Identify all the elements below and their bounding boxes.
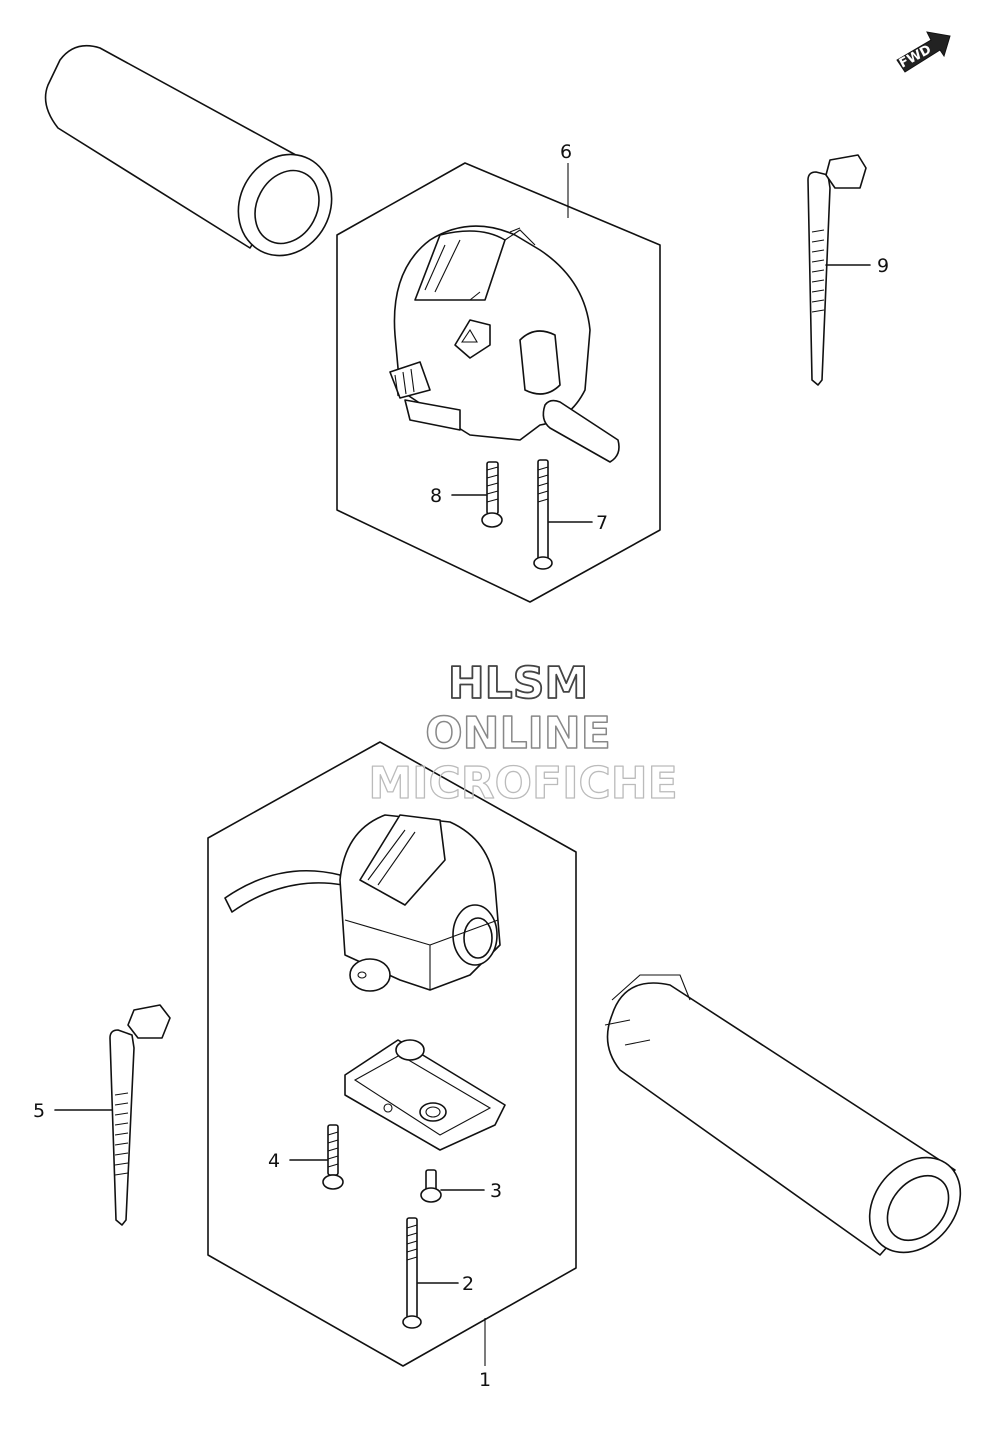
- callout-8: 8: [430, 485, 442, 507]
- screw-part-2: [402, 1217, 459, 1329]
- screw-part-3: [420, 1169, 485, 1203]
- switch-set-upper-outline: [336, 162, 661, 603]
- grip-left: [44, 44, 333, 257]
- screw-part-7: [533, 459, 593, 570]
- callout-3: 3: [490, 1180, 502, 1202]
- watermark: HLSM ONLINE MICROFICHE: [368, 657, 679, 810]
- callout-2: 2: [462, 1273, 474, 1295]
- watermark-line3: MICROFICHE: [368, 758, 677, 809]
- right-handlebar-switch: [224, 814, 501, 992]
- switch-set-lower-outline: [207, 741, 577, 1367]
- cable-tie-part-9: [807, 154, 871, 386]
- watermark-line2: ONLINE: [425, 708, 611, 759]
- fwd-label: FWD: [897, 42, 934, 71]
- callout-1: 1: [479, 1369, 491, 1391]
- cable-tie-part-5: [54, 1004, 171, 1226]
- callout-4: 4: [268, 1150, 280, 1172]
- grip-right: [604, 974, 962, 1256]
- screw-part-8: [451, 461, 503, 528]
- watermark-line1: HLSM: [448, 658, 588, 709]
- left-handlebar-switch: [389, 225, 620, 463]
- callout-7: 7: [596, 512, 608, 534]
- switch-base-plate: [344, 1039, 506, 1151]
- callout-5: 5: [33, 1100, 45, 1122]
- callout-6: 6: [560, 141, 572, 163]
- callout-9: 9: [877, 255, 889, 277]
- fwd-arrow-icon: FWD: [896, 31, 951, 73]
- screw-part-4: [289, 1124, 344, 1190]
